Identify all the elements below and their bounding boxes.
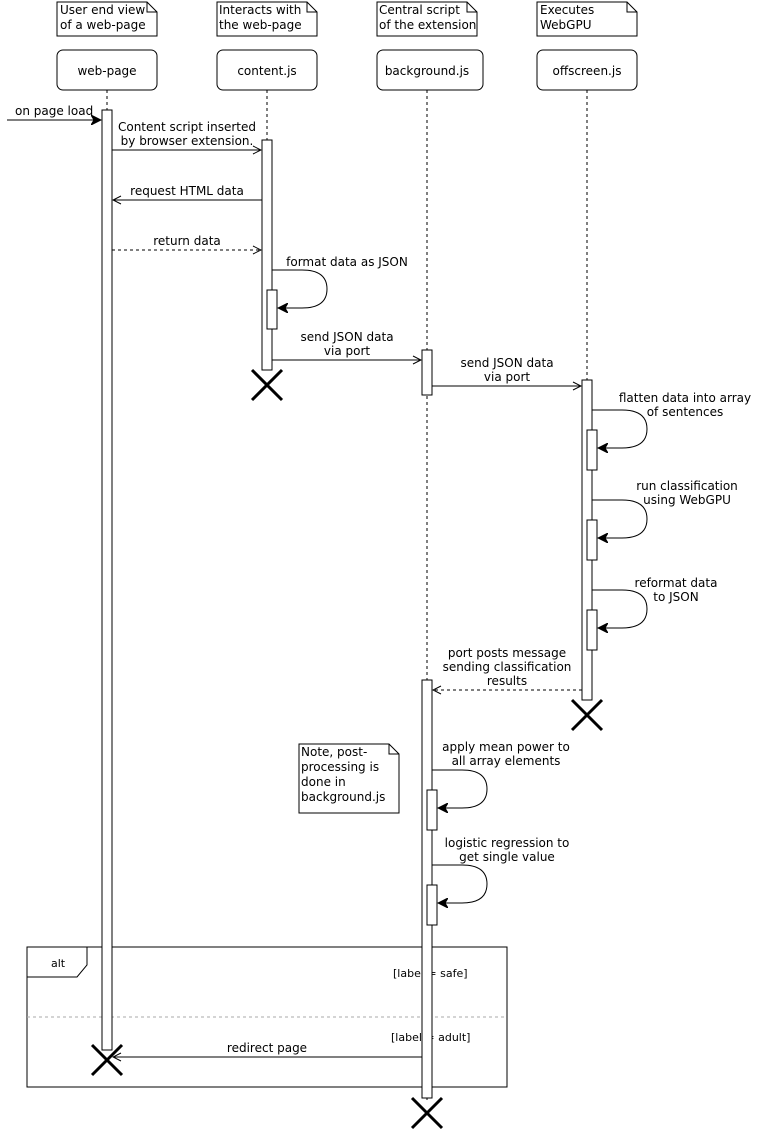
message-label: via port: [324, 344, 370, 358]
participant-label: content.js: [237, 64, 296, 78]
note-text: processing is: [301, 760, 379, 774]
message-label: logistic regression to: [445, 836, 570, 850]
destroy-content-icon: [250, 368, 284, 402]
note-text: WebGPU: [540, 18, 591, 32]
note-text: Executes: [540, 3, 594, 17]
message-label: using WebGPU: [643, 493, 731, 507]
note-offscreen: Executes WebGPU: [536, 1, 638, 37]
participant-content: content.js: [216, 49, 318, 91]
activation-content-self: [266, 289, 278, 330]
destroy-offscreen-icon: [570, 698, 604, 732]
note-text: of a web-page: [60, 18, 146, 32]
message-label: port posts message: [448, 646, 566, 660]
message-redirect: redirect page: [113, 1041, 422, 1057]
message-label: redirect page: [227, 1041, 307, 1055]
message-label: get single value: [459, 850, 555, 864]
message-label: send JSON data: [300, 330, 393, 344]
message-label: send JSON data: [460, 356, 553, 370]
message-label: Content script inserted: [118, 120, 256, 134]
message-content-inserted: Content script inserted by browser exten…: [112, 120, 261, 150]
activation-offscreen-flatten: [586, 429, 598, 471]
message-label: sending classification: [443, 660, 572, 674]
message-label: return data: [153, 234, 221, 248]
note-content: Interacts with the web-page: [216, 1, 318, 37]
activation-background-1: [421, 349, 433, 396]
message-flatten: flatten data into array of sentences: [592, 391, 751, 448]
message-format-json: format data as JSON: [272, 255, 408, 308]
message-label: apply mean power to: [442, 740, 570, 754]
message-label: of sentences: [647, 405, 724, 419]
activation-content: [261, 139, 273, 371]
note-text: User end view: [60, 3, 145, 17]
message-return-data: return data: [112, 234, 261, 250]
activation-background-mean: [426, 789, 438, 831]
participant-offscreen: offscreen.js: [536, 49, 638, 91]
note-text: of the extension: [379, 18, 476, 32]
message-send-json-1: send JSON data via port: [272, 330, 421, 360]
note-background: Central script of the extension: [376, 1, 478, 37]
participant-label: offscreen.js: [553, 64, 622, 78]
participant-webpage: web-page: [56, 49, 158, 91]
message-label: run classification: [636, 479, 738, 493]
activation-background-logistic: [426, 884, 438, 926]
message-mean-power: apply mean power to all array elements: [432, 740, 570, 808]
message-port-posts: port posts message sending classificatio…: [433, 646, 582, 690]
note-text: Interacts with: [219, 3, 301, 17]
message-logistic: logistic regression to get single value: [432, 836, 569, 903]
participant-background: background.js: [376, 49, 484, 91]
note-text: Note, post-: [301, 745, 367, 759]
post-processing-note: Note, post- processing is done in backgr…: [298, 743, 400, 814]
destroy-webpage-icon: [90, 1043, 124, 1077]
message-reformat: reformat data to JSON: [592, 576, 717, 628]
note-text: Central script: [379, 3, 460, 17]
message-label: to JSON: [653, 590, 698, 604]
message-label: reformat data: [635, 576, 718, 590]
activation-webpage: [101, 109, 113, 1051]
alt-label: alt: [51, 957, 66, 970]
note-text: the web-page: [219, 18, 302, 32]
message-classify: run classification using WebGPU: [592, 479, 738, 538]
message-label: format data as JSON: [286, 255, 408, 269]
message-on-page-load: on page load: [7, 104, 101, 120]
note-text: done in: [301, 775, 346, 789]
message-label: results: [487, 674, 527, 688]
destroy-background-icon: [410, 1096, 444, 1130]
activation-offscreen-classify: [586, 519, 598, 561]
note-text: background.js: [301, 790, 385, 804]
message-label: all array elements: [452, 754, 561, 768]
message-request-html: request HTML data: [113, 184, 262, 200]
message-send-json-2: send JSON data via port: [432, 356, 581, 386]
message-label: by browser extension.: [121, 134, 254, 148]
participant-label: web-page: [77, 64, 136, 78]
message-label: request HTML data: [130, 184, 244, 198]
message-label: via port: [484, 370, 530, 384]
activation-offscreen-reformat: [586, 609, 598, 651]
message-label: on page load: [15, 104, 93, 118]
participant-label: background.js: [385, 64, 469, 78]
note-webpage: User end view of a web-page: [56, 1, 158, 37]
message-label: flatten data into array: [619, 391, 751, 405]
